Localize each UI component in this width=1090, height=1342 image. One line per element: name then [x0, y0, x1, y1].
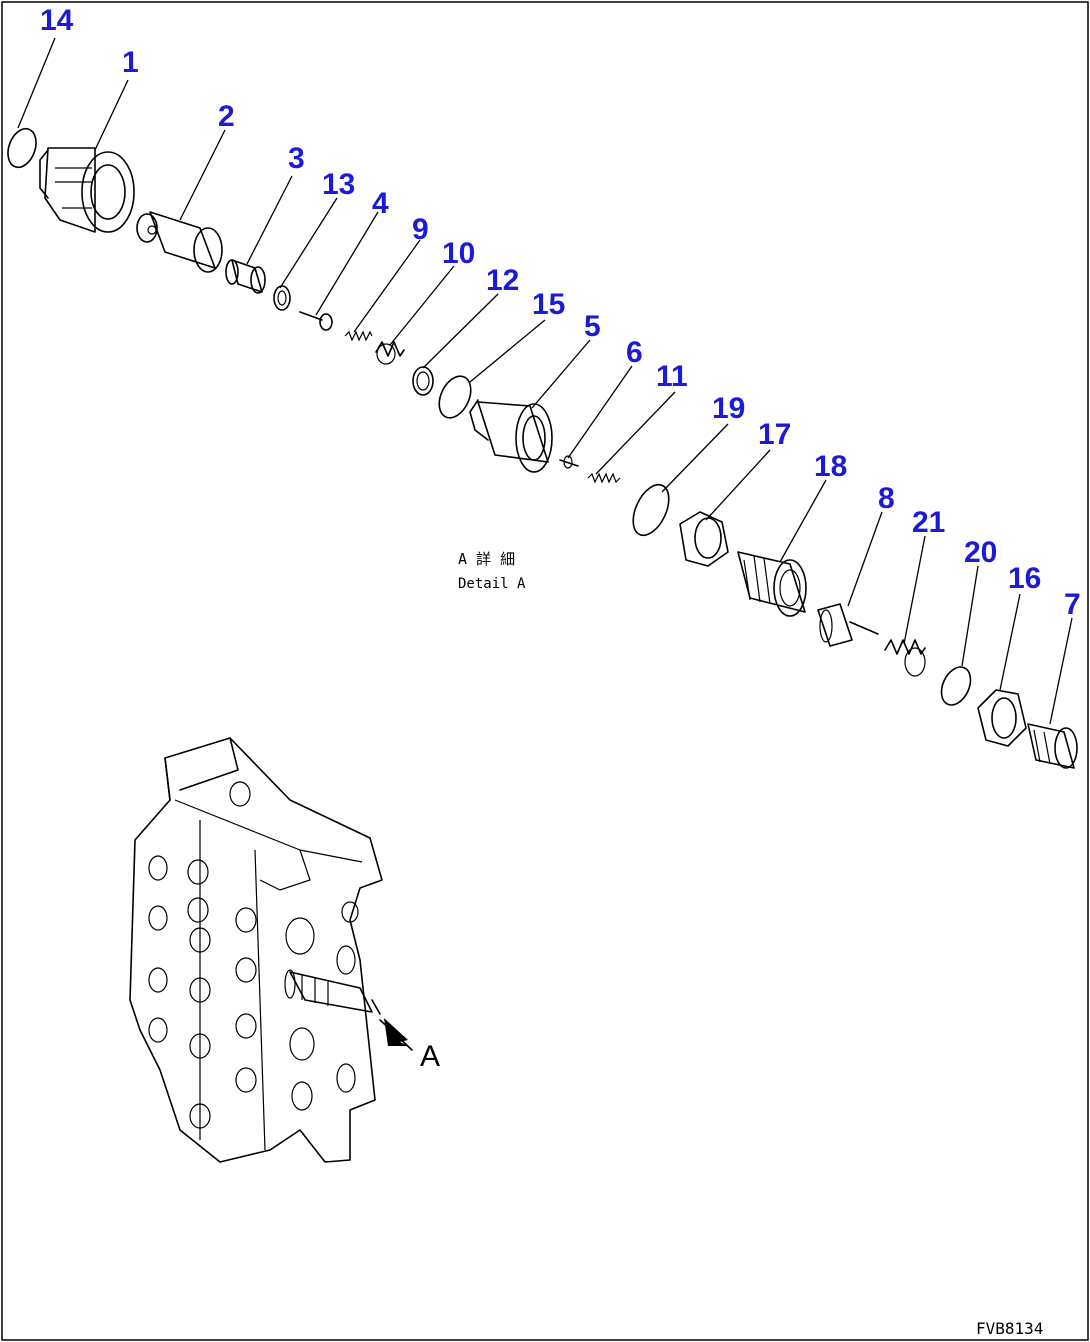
- part-15-o-ring: [438, 375, 472, 419]
- callout-17: 17: [758, 418, 791, 451]
- view-arrow-a: A: [379, 1018, 440, 1073]
- callout-21: 21: [912, 506, 945, 539]
- callout-5: 5: [584, 310, 601, 343]
- part-6-piston: [559, 455, 579, 469]
- callout-1: 1: [122, 46, 139, 79]
- callout-11: 11: [656, 360, 688, 393]
- part-20-o-ring: [940, 666, 972, 706]
- callout-15: 15: [532, 288, 565, 321]
- part-17-nut: [679, 511, 729, 567]
- view-arrow-label: A: [420, 1040, 440, 1073]
- callout-4: 4: [372, 187, 389, 220]
- part-4-poppet: [299, 311, 333, 331]
- callout-14: 14: [40, 4, 74, 37]
- part-18-plug: [737, 551, 807, 617]
- part-12-ring: [412, 366, 434, 396]
- callout-20: 20: [964, 536, 997, 569]
- callout-3: 3: [288, 142, 305, 175]
- part-16-nut: [977, 689, 1027, 747]
- callout-19: 19: [712, 392, 745, 425]
- part-13-ring: [273, 285, 291, 311]
- part-5-sleeve: [469, 399, 553, 473]
- detail-title-en: Detail A: [458, 576, 526, 592]
- part-9-spring: [344, 330, 373, 342]
- callout-16: 16: [1008, 562, 1041, 595]
- part-10-spring: [375, 341, 405, 365]
- callout-labels: 14 1 2 3 13 4 9 10 12 15 5 6 11 19 17 18…: [40, 4, 1081, 621]
- detail-a-caption: A 詳 細 Detail A: [458, 550, 526, 592]
- callout-10: 10: [442, 237, 475, 270]
- part-3-bushing: [225, 259, 266, 294]
- part-21-spring: [884, 639, 926, 677]
- callout-2: 2: [218, 100, 235, 133]
- callout-7: 7: [1064, 588, 1081, 621]
- part-8-valve: [817, 603, 879, 647]
- callout-9: 9: [412, 213, 429, 246]
- part-14-o-ring: [7, 127, 37, 169]
- part-1-plug: [39, 147, 135, 233]
- detail-title-jp: A 詳 細: [458, 550, 515, 568]
- drawing-number: FVB8134: [976, 1319, 1043, 1338]
- leader-lines: [17, 37, 1073, 725]
- callout-8: 8: [878, 482, 895, 515]
- callout-13: 13: [322, 168, 355, 201]
- part-19-o-ring: [632, 483, 670, 537]
- callout-12: 12: [486, 264, 519, 297]
- callout-6: 6: [626, 336, 643, 369]
- part-7-plug: [1027, 723, 1078, 769]
- control-valve-block: [129, 737, 383, 1163]
- part-2-sleeve: [136, 211, 223, 273]
- callout-18: 18: [814, 450, 847, 483]
- part-11-spring: [587, 472, 621, 484]
